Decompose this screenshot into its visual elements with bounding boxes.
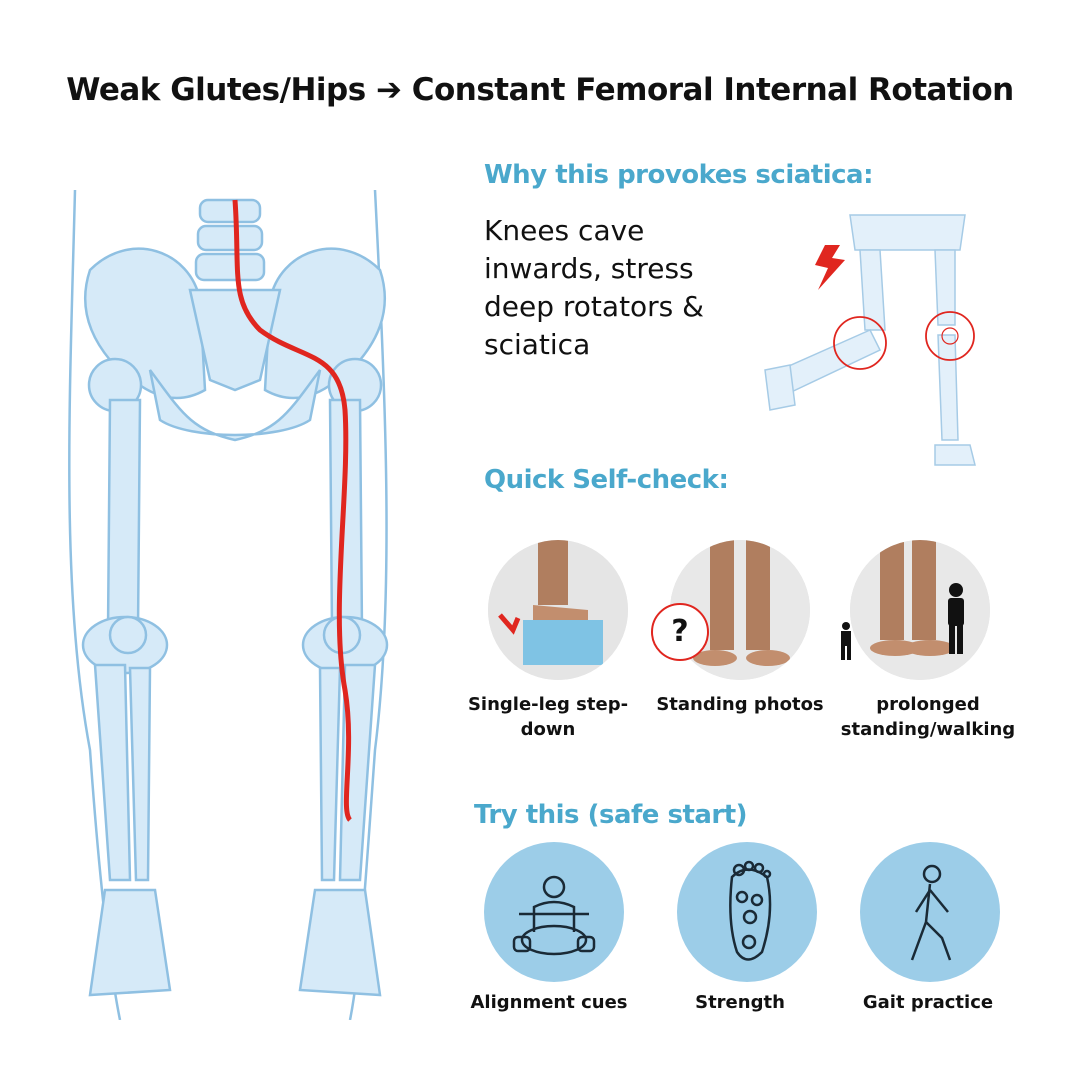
lightning-icon (815, 245, 845, 290)
step-block-icon (488, 540, 628, 680)
why-text: Knees cave inwards, stress deep rotators… (484, 214, 705, 361)
alignment-icon (484, 842, 624, 982)
walking-icon (860, 842, 1000, 982)
try-this-heading: Try this (safe start) (474, 800, 748, 830)
knee-valgus-illustration (760, 210, 1000, 470)
small-person-icon (838, 622, 854, 662)
person-icon (948, 583, 964, 654)
question-icon: ? (651, 603, 709, 661)
sciatic-nerve (232, 199, 353, 822)
why-heading: Why this provokes sciatica: (484, 160, 873, 190)
try-label-2: Strength (695, 992, 785, 1013)
foot-icon (677, 842, 817, 982)
page-title: Weak Glutes/Hips ➔ Constant Femoral Inte… (66, 72, 1014, 108)
self-check-heading: Quick Self-check: (484, 465, 729, 495)
prolonged-standing-photo (850, 540, 990, 680)
self-check-label-2: Standing photos (656, 694, 824, 715)
try-label-1: Alignment cues (470, 992, 628, 1013)
self-check-label-1: Single-leg step-down (467, 694, 629, 740)
skeleton-legs-icon (68, 190, 389, 1020)
step-down-photo (488, 540, 628, 680)
self-check-label-3: prolonged standing/walking (840, 694, 1016, 740)
skeleton-illustration (30, 190, 450, 1020)
try-label-3: Gait practice (862, 992, 994, 1013)
